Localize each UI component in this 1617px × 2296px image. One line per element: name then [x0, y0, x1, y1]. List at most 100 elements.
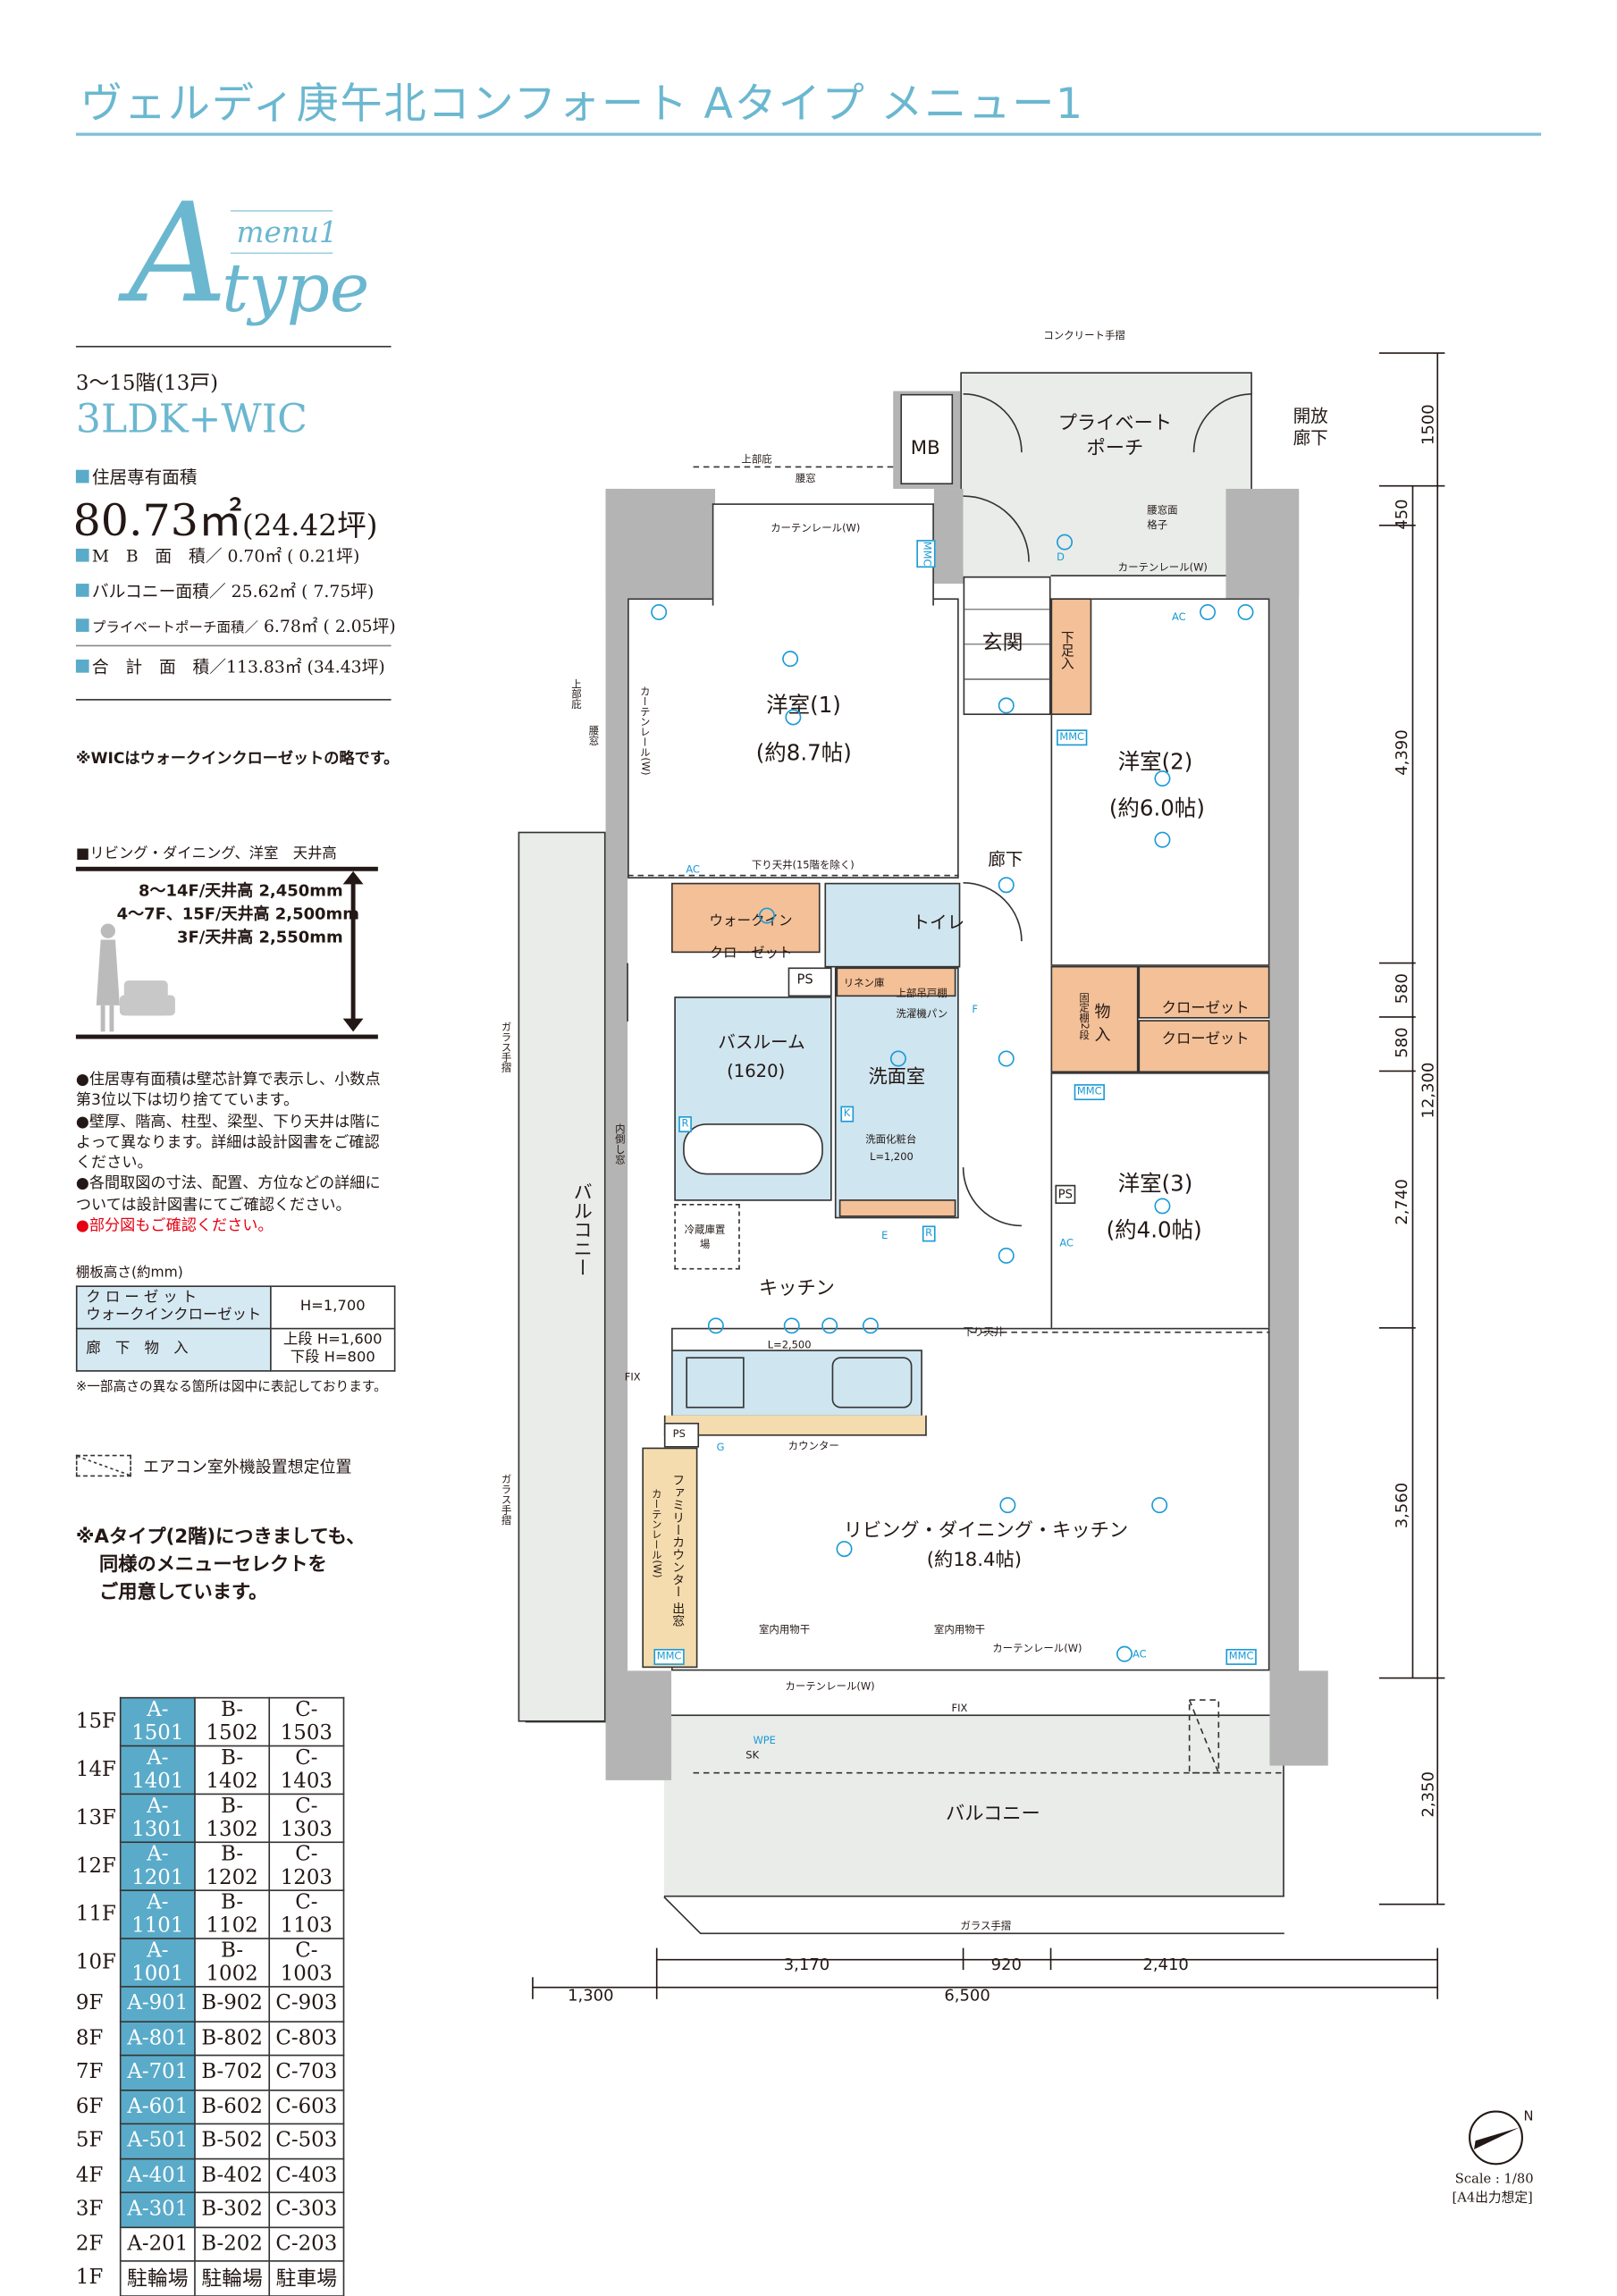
curtain-rail-label: カーテンレール(W) — [992, 1643, 1082, 1655]
unit-cell-b: B-502 — [194, 2123, 271, 2159]
mb-label: MB — [910, 437, 940, 460]
square-bullet-icon — [75, 469, 89, 484]
title-divider — [75, 132, 1542, 136]
g-tag: G — [716, 1442, 725, 1454]
open-corridor-label: 開放 廊下 — [1293, 405, 1328, 449]
unit-cell-a: A-301 — [119, 2191, 196, 2228]
outlet-icon — [1237, 603, 1254, 620]
upper-eave-label: 上部庇 — [741, 453, 772, 466]
mmc-tag: MMC — [1225, 1648, 1257, 1665]
ac-tag: AC — [1172, 611, 1186, 624]
closet-1 — [1138, 965, 1270, 1019]
fridge-space — [674, 1203, 740, 1270]
unit-cell-c: C-1503 — [268, 1696, 345, 1747]
unit-cell-c: C-403 — [268, 2157, 345, 2193]
waist-grille-label: 腰窓面格子 — [1147, 504, 1178, 532]
ldk-size: (約18.4帖) — [926, 1549, 1023, 1572]
upper-eave-label: 上部庇 — [570, 678, 583, 710]
bottom-dimension-lines — [532, 1947, 1439, 1999]
ceiling-line: 8～14F/天井高 2,450mm — [139, 881, 343, 901]
balcony-area — [663, 1714, 1284, 1897]
unit-cell-c: C-703 — [268, 2054, 345, 2090]
note-item: ●壁厚、階高、柱型、梁型、下り天井は階によって異なります。詳細は設計図書をご確認… — [75, 1113, 381, 1173]
shoe-cabinet — [1050, 598, 1092, 716]
unit-cell-b: B-802 — [194, 2020, 271, 2056]
floor-label: 13F — [75, 1806, 116, 1830]
shelf-row-label: 廊 下 物 入 — [75, 1327, 272, 1372]
unit-cell-b: B-1002 — [194, 1938, 271, 1988]
sensor-icon — [782, 651, 799, 668]
room1-size: (約8.7帖) — [755, 739, 852, 767]
value: 上段 H=1,600 — [282, 1332, 383, 1349]
k-tag: K — [840, 1106, 854, 1123]
notes-list: ●住居専有面積は壁芯計算で表示し、小数点第3位以下は切り捨てています。 ●壁厚、… — [76, 1070, 390, 1237]
wic-label: クローゼット — [709, 945, 793, 962]
upper-cabinet-label: 上部吊戸棚 — [896, 988, 947, 1000]
square-bullet-icon — [75, 659, 89, 673]
area-value: 80.73㎡(24.42坪) — [73, 484, 378, 549]
linen-storage — [836, 967, 956, 997]
unit-cell-a: A-601 — [119, 2089, 196, 2125]
unit-cell-c: C-1103 — [268, 1889, 345, 1939]
indoor-dryer-label: 室内用物干 — [933, 1624, 986, 1636]
unit-cell-b: B-1502 — [194, 1696, 271, 1747]
ceiling-light-icon — [785, 709, 802, 726]
wic-note: ※WICはウォークインクローゼットの略です。 — [75, 750, 400, 768]
fridge-label: 冷蔵庫置場 — [684, 1224, 726, 1251]
spec-mb: M B 面 積／ 0.70㎡ ( 0.21坪) — [75, 544, 359, 568]
mb-box — [900, 393, 954, 485]
f-tag: F — [972, 1004, 978, 1016]
unit-cell-b: B-1102 — [194, 1889, 271, 1939]
aircon-legend-icon — [75, 1454, 131, 1477]
unit-cell-b: B-1402 — [194, 1745, 271, 1796]
bath-size: (1620) — [727, 1060, 786, 1081]
ps-label: PS — [1055, 1184, 1076, 1204]
toilet-label: トイレ — [912, 912, 965, 933]
porch-label: プライベート ポーチ — [1057, 413, 1173, 460]
washroom-label: 洗面室 — [868, 1066, 926, 1089]
downlight-icon — [889, 1050, 906, 1067]
ac-tag: AC — [1059, 1237, 1074, 1249]
downlight-icon — [862, 1317, 879, 1334]
floor-label: 12F — [75, 1854, 116, 1879]
vanity-length: L=1,200 — [870, 1151, 914, 1164]
floor-label: 8F — [75, 2026, 104, 2050]
genkan-label: 玄関 — [981, 631, 1023, 656]
mmc-tag: MMC — [916, 540, 936, 568]
area-tsubo: (24.42坪) — [241, 508, 378, 543]
note-line: ご用意しています。 — [99, 1581, 268, 1604]
unit-cell-a: A-1301 — [119, 1793, 196, 1844]
ceiling-light-icon — [1154, 770, 1171, 787]
area-label: 住居専有面積 — [75, 464, 198, 489]
unit-cell-a: A-1101 — [119, 1889, 196, 1939]
glass-rail-label: ガラス手摺 — [501, 1474, 513, 1526]
shelf-row-value: H=1,700 — [270, 1285, 396, 1330]
washroom — [834, 967, 959, 1219]
note-item: ●住居専有面積は壁芯計算で表示し、小数点第3位以下は切り捨てています。 — [75, 1071, 381, 1110]
unit-cell-b: B-202 — [194, 2225, 271, 2262]
note-item-red: ●部分図もご確認ください。 — [75, 1216, 274, 1235]
wic-label: ウォークイン — [709, 913, 793, 930]
ceiling-heading: ■リビング・ダイニング、洋室 天井高 — [75, 845, 337, 862]
armchair-icon — [119, 980, 175, 1016]
room1-label: 洋室(1) — [766, 691, 841, 719]
unit-cell-c: C-903 — [268, 1986, 345, 2023]
corridor-label: 廊下 — [988, 849, 1023, 870]
balcony-label: バルコニー — [945, 1804, 1040, 1826]
wpe-tag: WPE — [753, 1735, 776, 1747]
lowered-ceiling-label: 下り天井(15階を除く) — [751, 859, 855, 871]
page-title: ヴェルディ庚午北コンフォート Aタイプ メニュー1 — [80, 79, 1084, 129]
divider — [75, 345, 392, 348]
dim-bottom: 1,300 — [568, 1986, 614, 2006]
dim-right-outer: 2,350 — [1418, 1771, 1438, 1818]
square-bullet-icon — [75, 548, 89, 562]
dim-bottom: 2,410 — [1142, 1955, 1189, 1975]
door-swings — [627, 393, 1252, 1227]
